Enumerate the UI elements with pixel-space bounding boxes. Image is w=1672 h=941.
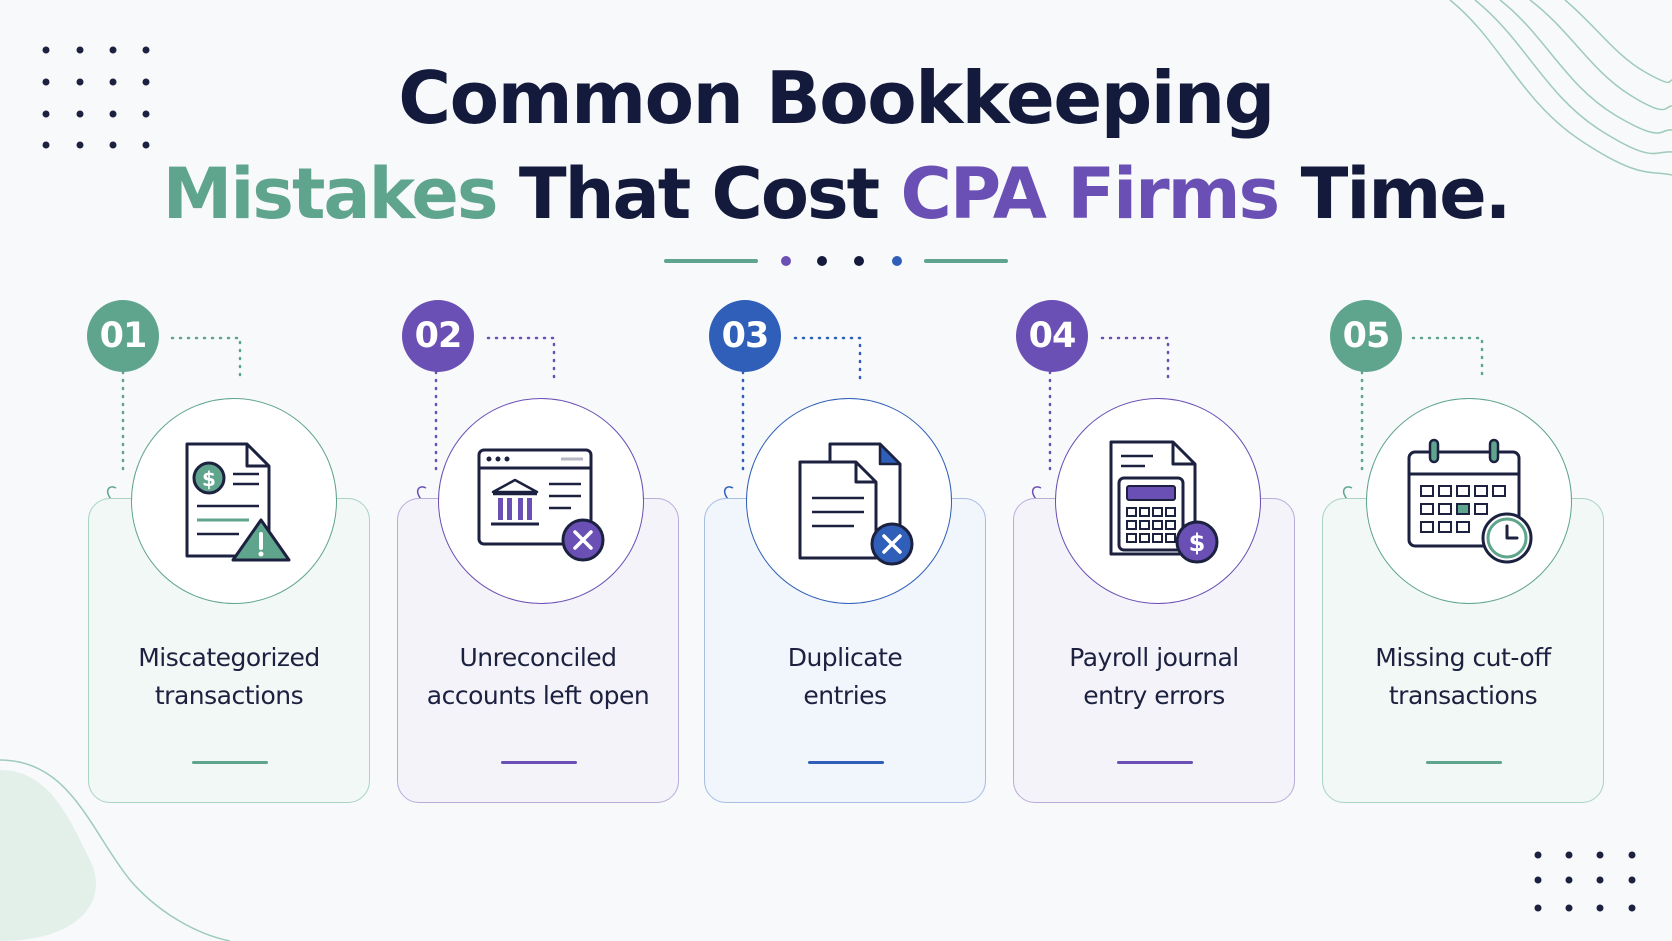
step-label-5: Missing cut-off transactions [1375, 643, 1551, 710]
step-label-3: Duplicate entries [787, 643, 903, 710]
step-number-badge-5: 05 [1330, 300, 1402, 372]
step-label-1: Miscategorized transactions [138, 643, 320, 710]
corner-blob-bottom-left [0, 759, 231, 941]
step-connectors [121, 336, 1484, 472]
step-label-2: Unreconciled accounts left open [426, 643, 650, 710]
page-title: Common Bookkeeping Mistakes That Cost CP… [0, 50, 1672, 242]
step-icon-circle-2 [438, 398, 644, 604]
svg-text:$: $ [1189, 529, 1206, 557]
title-line-1: Common Bookkeeping [398, 56, 1275, 140]
title-divider [664, 256, 1008, 266]
corner-dot-grid-bottom-right [1534, 851, 1636, 912]
title-highlight-mistakes: Mistakes [162, 153, 499, 235]
calendar-clock-icon [1407, 438, 1533, 563]
step-icon-circle-4: $ [1055, 398, 1261, 604]
step-number-badge-4: 04 [1016, 300, 1088, 372]
title-text-that-cost: That Cost [496, 153, 901, 235]
step-underline-1 [192, 761, 268, 764]
step-card-4: Payroll journal entry errors [1013, 498, 1295, 803]
corner-wave-lines-top-right [1449, 0, 1672, 176]
step-icon-circle-3 [746, 398, 952, 604]
step-icon-circle-5 [1366, 398, 1572, 604]
duplicate-documents-error-icon [798, 442, 914, 566]
bank-window-error-icon [477, 448, 605, 562]
step-number-badge-3: 03 [709, 300, 781, 372]
title-text-time: Time. [1278, 153, 1512, 235]
calculator-dollar-icon: $ [1109, 440, 1219, 564]
title-highlight-cpa-firms: CPA Firms [900, 153, 1280, 235]
step-underline-4 [1117, 761, 1193, 764]
corner-dot-grid-top-left [42, 46, 150, 149]
title-line-2: Mistakes That Cost CPA Firms Time. [0, 146, 1672, 242]
step-label-4: Payroll journal entry errors [1069, 643, 1239, 710]
step-icon-circle-1: $ [131, 398, 337, 604]
invoice-warning-icon: $ [185, 442, 291, 562]
step-underline-3 [808, 761, 884, 764]
step-underline-2 [501, 761, 577, 764]
step-number-badge-2: 02 [402, 300, 474, 372]
svg-text:$: $ [202, 467, 216, 491]
step-number-badge-1: 01 [87, 300, 159, 372]
step-underline-5 [1426, 761, 1502, 764]
